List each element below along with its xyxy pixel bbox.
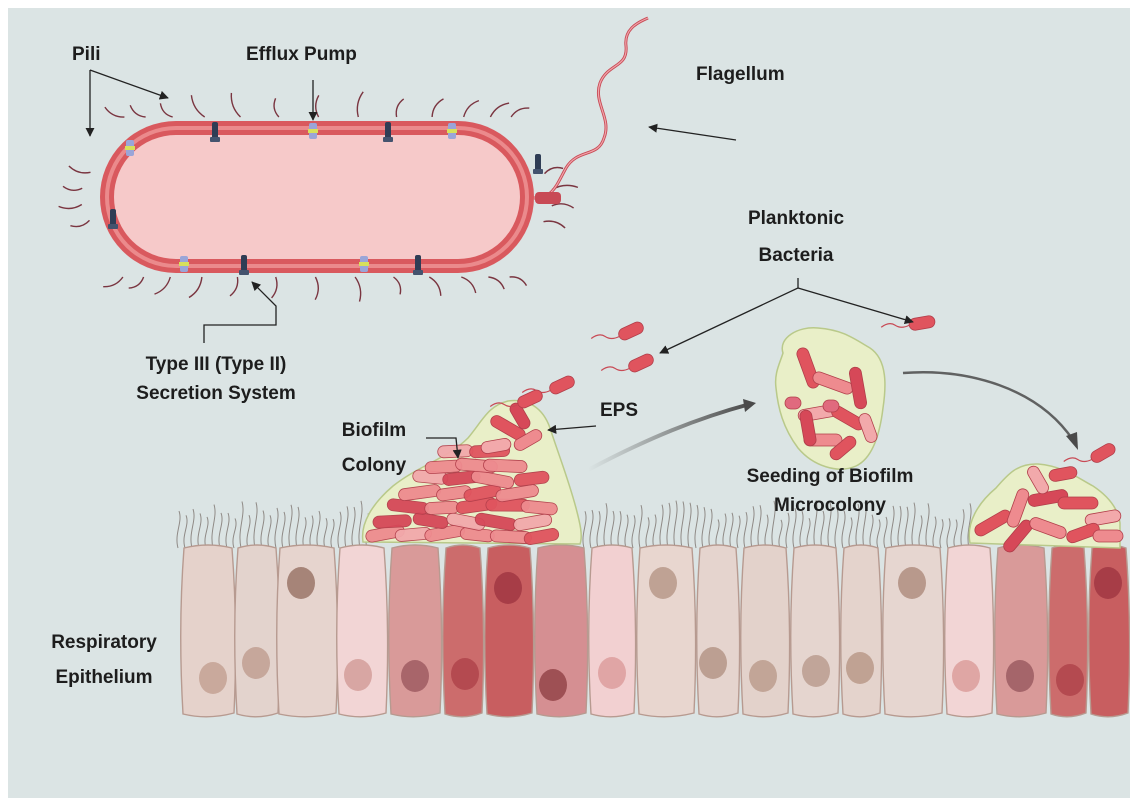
bacterium-rod: [1093, 530, 1123, 542]
cytoplasm: [114, 135, 520, 259]
respiratory-label-line1: Respiratory: [51, 632, 157, 653]
cell-nucleus: [494, 572, 522, 604]
cell-nucleus: [1006, 660, 1034, 692]
biofilm-diagram: Pili Efflux Pump Flagellum Type III (Typ…: [8, 8, 1130, 798]
bacterium-rod: [373, 514, 412, 528]
cell-nucleus: [749, 660, 777, 692]
cell-nucleus: [598, 657, 626, 689]
efflux-band: [308, 129, 318, 133]
bacterium-rod: [483, 459, 527, 473]
cell-nucleus: [802, 655, 830, 687]
efflux-pump-label: Efflux Pump: [246, 44, 357, 65]
epithelial-cell: [791, 545, 840, 717]
cell-nucleus: [451, 658, 479, 690]
efflux-band: [179, 262, 189, 266]
cell-nucleus: [898, 567, 926, 599]
efflux-band: [125, 146, 135, 150]
cell-nucleus: [649, 567, 677, 599]
bacterium-rod: [785, 397, 801, 409]
planktonic-label-line1: Planktonic: [748, 208, 845, 229]
cell-nucleus: [539, 669, 567, 701]
epithelial-cell: [841, 545, 882, 717]
secretion-base: [383, 137, 393, 142]
secretion-base: [413, 270, 423, 275]
cell-nucleus: [287, 567, 315, 599]
biofilm-label-line1: Biofilm: [342, 420, 406, 441]
flagellum-label: Flagellum: [696, 64, 785, 85]
cell-nucleus: [846, 652, 874, 684]
secretion-base: [210, 137, 220, 142]
eps-label: EPS: [600, 400, 638, 421]
bacterium-rod: [1058, 497, 1098, 509]
epithelial-cell: [589, 545, 636, 717]
cell-nucleus: [699, 647, 727, 679]
seeding-label-line2: Microcolony: [774, 495, 886, 516]
secretion-base: [239, 270, 249, 275]
cell-nucleus: [242, 647, 270, 679]
biofilm-label-line2: Colony: [342, 455, 407, 476]
diagram-panel: Pili Efflux Pump Flagellum Type III (Typ…: [8, 8, 1130, 798]
cell-nucleus: [1094, 567, 1122, 599]
epithelial-cell: [443, 545, 484, 717]
efflux-band: [447, 129, 457, 133]
type3-label-line2: Secretion System: [136, 383, 295, 404]
bacterium-rod: [437, 444, 473, 458]
epithelial-cell: [337, 545, 388, 717]
epithelial-cell: [235, 545, 280, 717]
cell-nucleus: [344, 659, 372, 691]
pili-label: Pili: [72, 44, 101, 65]
secretion-base: [108, 224, 118, 229]
epithelial-cell: [485, 545, 534, 717]
planktonic-label-line2: Bacteria: [759, 245, 834, 266]
bacterium-rod: [424, 501, 459, 515]
bacterium-rod: [823, 400, 839, 412]
epithelial-cells: [181, 545, 1130, 717]
type3-label-line1: Type III (Type II): [146, 354, 287, 375]
secretion-base: [533, 169, 543, 174]
cell-nucleus: [199, 662, 227, 694]
flagellum-motor: [535, 192, 561, 204]
cell-nucleus: [401, 660, 429, 692]
cell-nucleus: [1056, 664, 1084, 696]
epithelial-cell: [697, 545, 740, 717]
seeding-label-line1: Seeding of Biofilm: [747, 466, 914, 487]
respiratory-label-line2: Epithelium: [55, 667, 152, 688]
cell-nucleus: [952, 660, 980, 692]
efflux-band: [359, 262, 369, 266]
